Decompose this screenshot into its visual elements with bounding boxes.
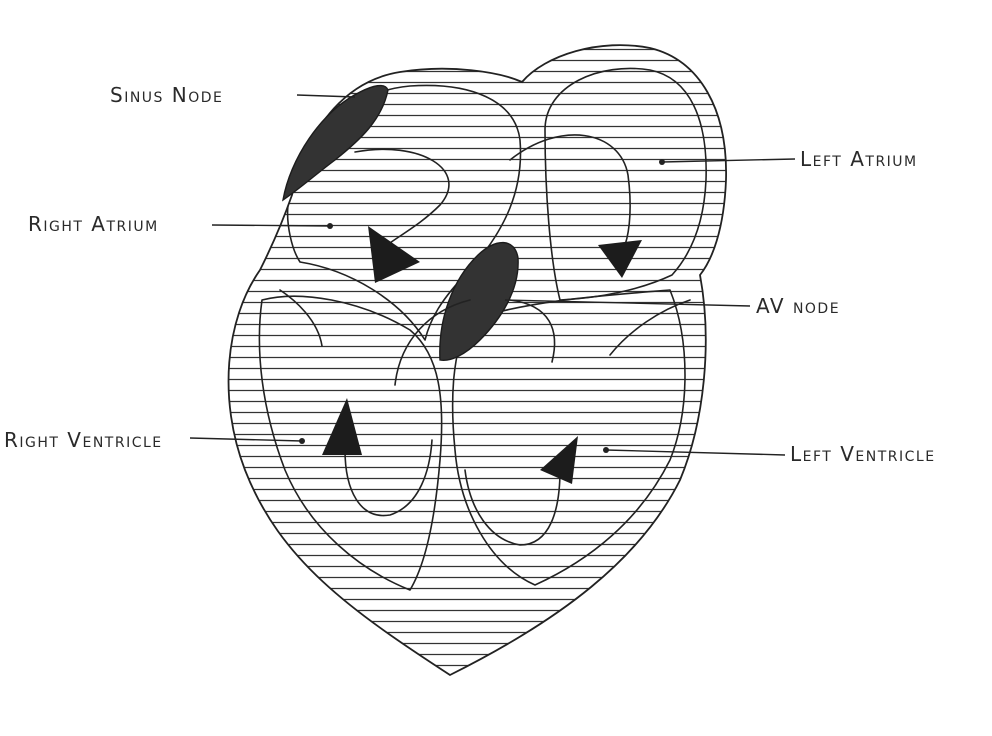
right-ventricle-label: Right Ventricle xyxy=(4,428,163,452)
left-ventricle-label: Left Ventricle xyxy=(790,442,936,466)
left-ventricle-cavity xyxy=(451,289,686,586)
av-node-shape xyxy=(439,241,519,362)
heart-chambers xyxy=(258,67,707,591)
sinus-node-label: Sinus Node xyxy=(110,83,223,107)
heart-body xyxy=(227,44,727,677)
left-atrium-cavity xyxy=(544,67,707,301)
blood-flow-arrows xyxy=(279,134,691,546)
sinus-node-shape xyxy=(282,84,389,202)
label-leaders xyxy=(189,94,796,456)
right-atrium-label: Right Atrium xyxy=(28,212,159,236)
left-atrium-label: Left Atrium xyxy=(800,147,918,171)
av-node-label: AV node xyxy=(756,294,840,318)
